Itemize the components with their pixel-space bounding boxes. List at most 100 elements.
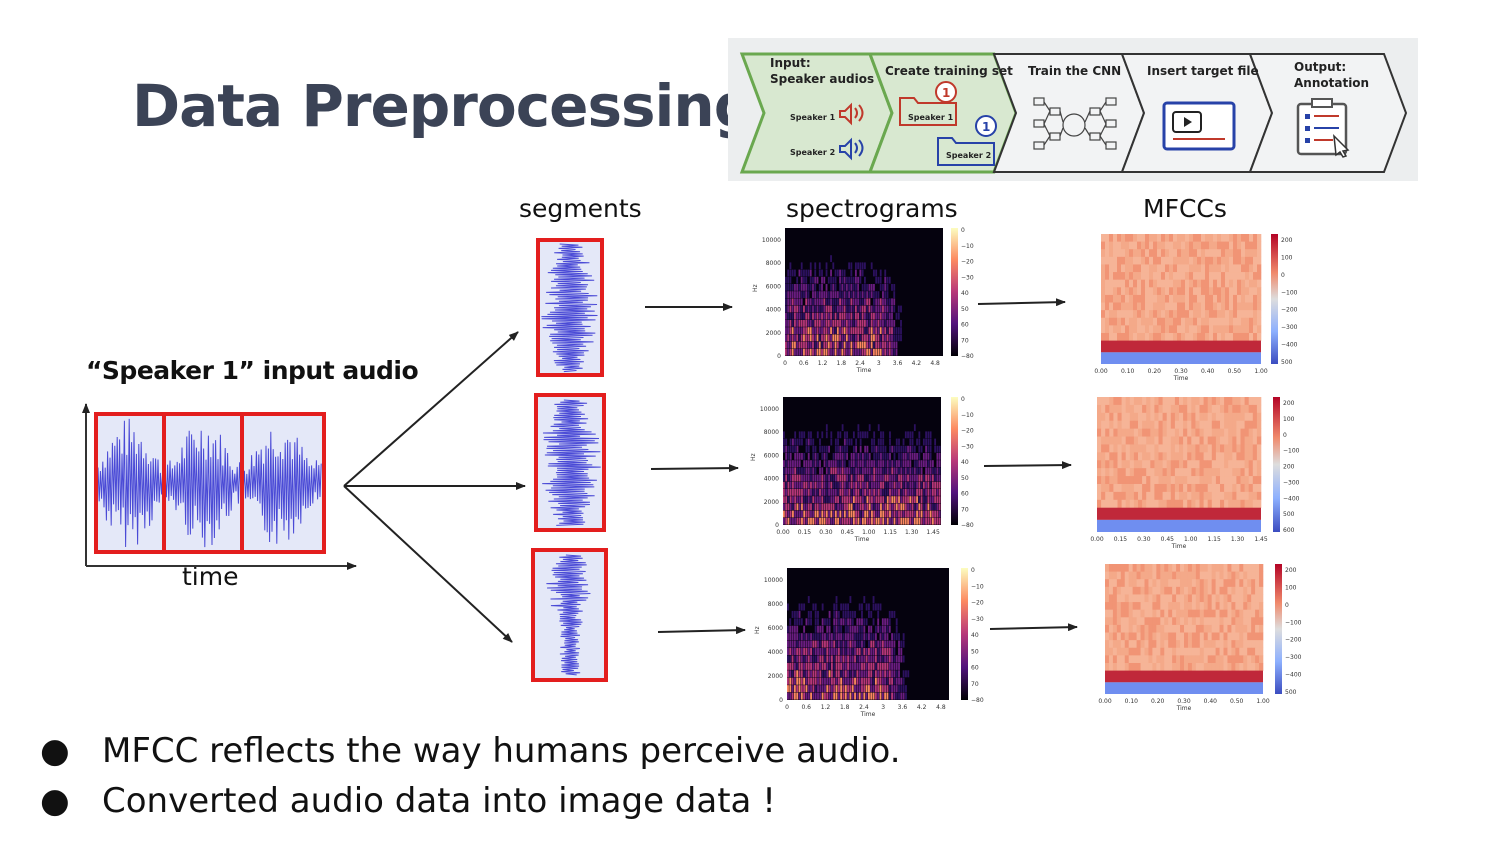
mfcc-cell bbox=[1162, 420, 1167, 429]
mfcc-cell bbox=[1157, 241, 1162, 250]
spectrogram-cell bbox=[840, 692, 843, 700]
spectrogram-cell bbox=[875, 467, 878, 475]
mfcc-cell bbox=[1213, 272, 1218, 280]
spectrogram-cell bbox=[807, 298, 810, 306]
mfcc-cell bbox=[1193, 241, 1198, 250]
spectrogram-cell bbox=[875, 489, 878, 496]
mfcc-cell bbox=[1236, 499, 1241, 508]
mfcc-cell bbox=[1113, 325, 1118, 334]
mfcc-cell bbox=[1173, 310, 1178, 319]
spectrogram-cell bbox=[837, 640, 840, 648]
spectrogram-cell bbox=[800, 327, 803, 334]
spectrogram-cell bbox=[898, 503, 900, 511]
spectrogram-cell bbox=[840, 633, 843, 641]
spectrogram-cell bbox=[866, 510, 869, 518]
mfcc-cell bbox=[1166, 444, 1172, 453]
spectrogram-cell bbox=[884, 341, 887, 349]
mfcc-cell bbox=[1113, 468, 1118, 477]
arrow-seg2-to-spec bbox=[650, 464, 739, 473]
spectrogram-cell bbox=[857, 489, 860, 496]
mfcc-cell bbox=[1173, 249, 1178, 258]
spectrogram-cell bbox=[870, 662, 873, 670]
mfcc-cell bbox=[1191, 491, 1196, 501]
mfcc-cell bbox=[1160, 586, 1165, 595]
spectrogram-cell bbox=[821, 510, 824, 518]
spectrogram-cell bbox=[823, 489, 826, 496]
spectrogram-cell bbox=[891, 517, 894, 525]
mfcc-cell bbox=[1209, 310, 1214, 319]
mfcc-cell bbox=[1132, 571, 1137, 580]
spectrogram-cell bbox=[832, 341, 835, 349]
spectrogram-cell bbox=[826, 662, 829, 670]
spectrogram-cell bbox=[787, 662, 789, 670]
mfcc-cell bbox=[1108, 586, 1114, 595]
spec-cbar-tick: 40 bbox=[971, 632, 979, 639]
mfcc-cell bbox=[1141, 332, 1146, 341]
mfcc-cell bbox=[1156, 662, 1161, 671]
mfcc-cell bbox=[1211, 579, 1216, 588]
waveform-trace bbox=[541, 243, 598, 373]
spectrogram-cell bbox=[836, 348, 839, 356]
mfcc-cell bbox=[1152, 647, 1157, 656]
spectrogram-cell bbox=[918, 474, 921, 482]
mfcc-cell bbox=[1174, 452, 1180, 461]
mfcc-cell bbox=[1129, 397, 1135, 406]
mfcc-cell bbox=[1146, 397, 1151, 406]
spectrogram-cell bbox=[836, 334, 839, 342]
mfcc-cell bbox=[1220, 491, 1225, 501]
mfcc-cell bbox=[1161, 310, 1166, 319]
mfcc-cell bbox=[1172, 640, 1177, 649]
mfcc-cell bbox=[1207, 420, 1213, 429]
mfcc-cell bbox=[1165, 272, 1170, 280]
spectrogram-cell bbox=[886, 677, 889, 685]
mfcc-cell bbox=[1166, 412, 1172, 422]
mfcc-cell bbox=[1150, 436, 1155, 445]
mfcc-cell bbox=[1101, 483, 1106, 493]
mfcc-cell bbox=[1153, 234, 1158, 242]
spectrogram-cell bbox=[812, 692, 815, 700]
spectrogram-cell bbox=[840, 625, 843, 633]
spectrogram-cell bbox=[882, 453, 885, 460]
mfcc-cell bbox=[1153, 302, 1158, 311]
mfcc-cell bbox=[1164, 662, 1169, 671]
spectrogram-cell bbox=[812, 298, 814, 306]
spectrogram-cell bbox=[843, 496, 846, 503]
spectrogram-cell bbox=[830, 474, 833, 482]
spectrogram-cell bbox=[803, 496, 806, 503]
spectrogram-cell bbox=[805, 460, 808, 467]
mfcc-cell bbox=[1132, 602, 1137, 610]
spectrogram-cell bbox=[841, 291, 844, 298]
mfcc-cell bbox=[1191, 452, 1196, 461]
spectrogram-cell bbox=[922, 460, 925, 467]
mfcc-xtick: 1.45 bbox=[1254, 536, 1268, 543]
mfcc-cell bbox=[1243, 564, 1248, 572]
spectrogram-cell bbox=[834, 467, 837, 475]
spectrogram-cell bbox=[816, 481, 819, 489]
spectrogram-cell bbox=[893, 655, 896, 663]
spectrogram-cell bbox=[897, 312, 900, 320]
mfcc-cell bbox=[1244, 468, 1249, 477]
spectrogram-cell bbox=[891, 496, 894, 503]
mfcc-cell bbox=[1108, 617, 1114, 626]
spectrogram-cell bbox=[810, 633, 812, 641]
mfcc-cell bbox=[1150, 491, 1155, 501]
spectrogram-cell bbox=[837, 467, 839, 475]
mfcc-cell bbox=[1237, 302, 1242, 311]
spectrogram-cell bbox=[837, 610, 840, 618]
spectrogram-cell bbox=[817, 625, 819, 633]
spectrogram-cell bbox=[873, 305, 875, 313]
spectrogram-cell bbox=[828, 662, 831, 670]
mfcc-cell bbox=[1121, 272, 1126, 280]
mfcc-cell bbox=[1191, 404, 1196, 414]
mfcc-cell bbox=[1244, 412, 1249, 422]
mfcc-cell bbox=[1249, 256, 1254, 265]
spectrogram-cell bbox=[832, 467, 835, 475]
mfcc-cell bbox=[1124, 579, 1129, 588]
spectrogram-cell bbox=[907, 503, 909, 511]
spectrogram-cell bbox=[882, 305, 884, 313]
mfcc-cell bbox=[1233, 249, 1238, 258]
spectrogram-cell bbox=[843, 269, 846, 277]
mfcc-cell bbox=[1157, 287, 1162, 296]
spectrogram-cell bbox=[938, 467, 941, 475]
mfcc-cell bbox=[1162, 397, 1167, 406]
